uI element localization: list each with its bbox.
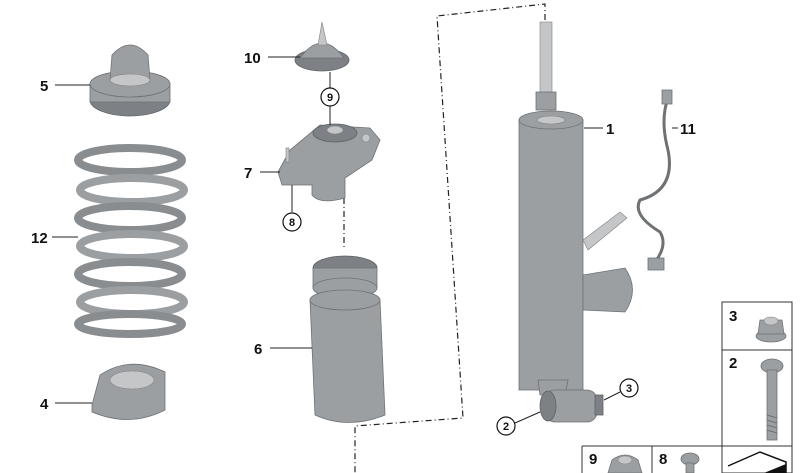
- callout-11: 11: [680, 121, 696, 138]
- part-1-shock-absorber: [518, 21, 633, 423]
- leader-lines: [52, 56, 678, 424]
- panel-label-2: 2: [729, 355, 737, 372]
- flange-nut-icon: [607, 454, 643, 473]
- callout-1: 1: [606, 121, 614, 138]
- callout-8-circled: 8: [289, 217, 295, 229]
- callout-4: 4: [40, 396, 49, 413]
- part-5-spring-pad-top: [89, 44, 171, 117]
- callout-3-circled: 3: [626, 383, 632, 395]
- hardware-panel: 3 2 9 8: [581, 301, 793, 473]
- wedge-symbol-icon: [727, 451, 787, 473]
- callouts: 5 12 4 10 9 7 8 6 1 11 3 2: [31, 50, 696, 436]
- callout-7: 7: [244, 165, 252, 182]
- part-7-support-bearing: [277, 123, 381, 202]
- panel-label-9: 9: [589, 451, 597, 468]
- flange-nut-icon: [755, 316, 787, 343]
- callout-6: 6: [254, 341, 262, 358]
- callout-5: 5: [40, 78, 48, 95]
- callout-12: 12: [31, 230, 48, 247]
- panel-label-3: 3: [729, 308, 737, 325]
- part-6-protective-boot: [309, 255, 386, 423]
- part-11-wear-sensor: [636, 89, 673, 271]
- hex-bolt-icon: [760, 358, 784, 441]
- part-4-spring-pad-lower: [91, 363, 166, 420]
- panel-label-8: 8: [659, 451, 667, 468]
- small-bolt-icon: [680, 452, 700, 473]
- part-10-dust-cap: [294, 21, 350, 72]
- callout-10: 10: [244, 50, 261, 67]
- callout-2-circled: 2: [503, 421, 509, 433]
- assembly-dashed-lines: [343, 3, 546, 473]
- part-12-coil-spring: [74, 144, 188, 338]
- callout-9-circled: 9: [327, 92, 333, 104]
